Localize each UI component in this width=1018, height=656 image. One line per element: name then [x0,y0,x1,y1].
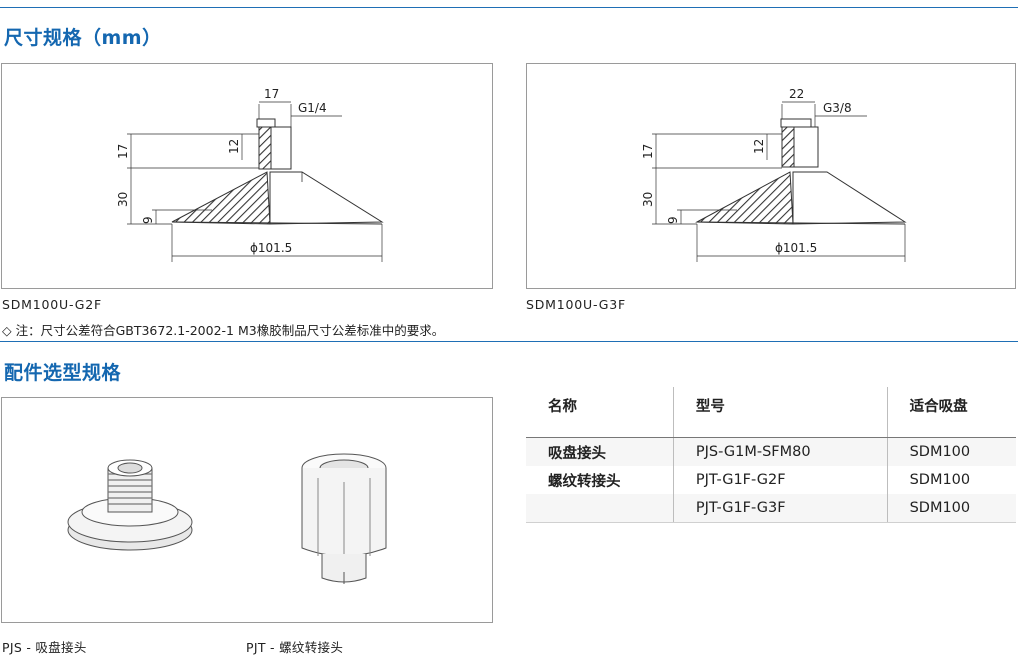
drawing-panel-g2f: 17 G1/4 17 12 30 9 ϕ101.5 [1,63,493,289]
caption-pjt: PJT - 螺纹转接头 [246,640,344,655]
dimensions-title: 尺寸规格（mm） [4,27,162,49]
dimension-drawing-g3f: 22 G3/8 17 12 30 9 ϕ101.5 [641,87,907,262]
dim-height-17-g3f: 17 [641,144,655,159]
table-cell-cup: SDM100 [886,466,1016,494]
dim-diameter-g2f: ϕ101.5 [250,241,292,255]
dim-height-17-g2f: 17 [116,144,130,159]
top-rule [0,7,1018,8]
table-cell-model: PJT-G1F-G2F [672,466,888,494]
table-cell-name: 吸盘接头 [526,437,674,466]
dim-diameter-g3f: ϕ101.5 [775,241,817,255]
table-cell-model: PJS-G1M-SFM80 [672,437,888,466]
dim-top-width-g2f: 17 [264,87,279,101]
dim-top-width-g3f: 22 [789,87,804,101]
table-cell-cup: SDM100 [886,494,1016,523]
dim-height-30-g3f: 30 [641,192,655,207]
dim-height-9-g2f: 9 [141,216,155,224]
pjs-fitting-illustration [67,459,193,551]
caption-sdm100u-g2f: SDM100U-G2F [2,297,102,312]
dim-height-12-g3f: 12 [752,139,766,154]
table-header-row: 名称 型号 适合吸盘 [526,387,1016,431]
table-header-separator [526,431,1016,438]
dim-thread-g2f: G1/4 [298,101,327,115]
dim-height-12-g2f: 12 [227,139,241,154]
accessories-title: 配件选型规格 [4,362,122,384]
tolerance-note: ◇ 注：尺寸公差符合GBT3672.1-2002-1 M3橡胶制品尺寸公差标准中… [2,323,445,338]
table-row: PJT-G1F-G3F SDM100 [526,494,1016,523]
accessory-spec-table: 名称 型号 适合吸盘 吸盘接头 PJS-G1M-SFM80 SDM100 螺纹转… [526,387,1016,523]
dim-height-9-g3f: 9 [666,216,680,224]
caption-sdm100u-g3f: SDM100U-G3F [526,297,626,312]
table-row: 螺纹转接头 PJT-G1F-G2F SDM100 [526,466,1016,494]
header-name: 名称 [548,399,577,415]
dim-height-30-g2f: 30 [116,192,130,207]
dim-thread-g3f: G3/8 [823,101,852,115]
dimension-drawing-g2f: 17 G1/4 17 12 30 9 ϕ101.5 [116,87,384,262]
table-cell-cup: SDM100 [886,437,1016,466]
header-model: 型号 [672,387,888,431]
middle-rule [0,341,1018,342]
pjt-adapter-illustration [301,453,387,584]
accessory-illustrations [67,453,387,584]
accessory-image-panel [1,397,493,623]
table-cell-model: PJT-G1F-G3F [672,494,888,523]
caption-pjs: PJS - 吸盘接头 [2,640,87,655]
table-cell-name [526,494,674,523]
table-cell-name: 螺纹转接头 [526,466,674,494]
header-compatible-cup: 适合吸盘 [886,387,1016,431]
drawing-panel-g3f: 22 G3/8 17 12 30 9 ϕ101.5 [526,63,1016,289]
table-row: 吸盘接头 PJS-G1M-SFM80 SDM100 [526,437,1016,466]
